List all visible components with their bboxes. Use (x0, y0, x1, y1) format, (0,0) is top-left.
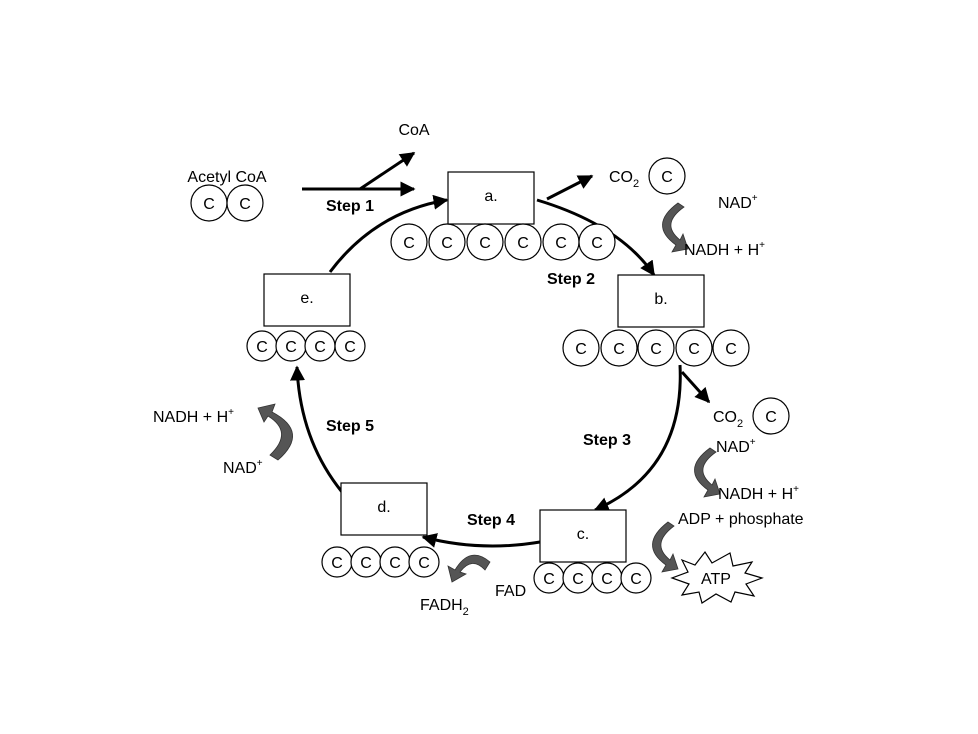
coa-label: CoA (398, 122, 429, 139)
carbon: C (517, 235, 529, 252)
carbon: C (661, 169, 673, 186)
box-a-label: a. (484, 188, 497, 205)
box-c-label: c. (577, 526, 589, 543)
acetyl-coa-label: Acetyl CoA (187, 169, 266, 186)
box-e-label: e. (300, 290, 313, 307)
nadh-label-step3: NADH + H+ (718, 484, 799, 503)
curved-arrow-nad-step3 (694, 447, 721, 498)
box-d-label: d. (377, 499, 390, 516)
carbon: C (650, 341, 662, 358)
nad-label-step2: NAD+ (718, 193, 758, 212)
step-1-label: Step 1 (326, 198, 374, 215)
atp-label: ATP (701, 571, 731, 588)
carbon: C (555, 235, 567, 252)
co2-carbon-step2: C (648, 157, 686, 195)
carbon: C (572, 571, 584, 588)
carbon: C (203, 196, 215, 213)
co2-release-arrow-step2 (546, 174, 594, 201)
carbon: C (314, 339, 326, 356)
nadh-label-step2: NADH + H+ (684, 240, 765, 259)
carbon: C (575, 341, 587, 358)
carbon: C (765, 409, 777, 426)
carbon: C (630, 571, 642, 588)
carbon: C (239, 196, 251, 213)
box-c (539, 509, 627, 563)
carbon: C (601, 571, 613, 588)
box-b-carbons: C C C C C (562, 329, 750, 367)
carbon: C (360, 555, 372, 572)
adp-phosphate-label: ADP + phosphate (678, 511, 804, 528)
box-e-carbons: C C C C (246, 330, 366, 362)
co2-carbon-step3: C (752, 397, 790, 435)
carbon: C (441, 235, 453, 252)
step-4-label: Step 4 (467, 512, 515, 529)
box-d (340, 482, 428, 536)
cycle-arc-c-to-d (421, 533, 541, 548)
step-3-label: Step 3 (583, 432, 631, 449)
cycle-arc-e-to-a (328, 194, 449, 273)
carbon: C (479, 235, 491, 252)
box-d-carbons: C C C C (321, 546, 440, 578)
carbon: C (285, 339, 297, 356)
box-e (263, 273, 351, 327)
carbon: C (256, 339, 268, 356)
box-b-label: b. (654, 291, 667, 308)
step-5-label: Step 5 (326, 418, 374, 435)
carbon: C (389, 555, 401, 572)
curved-arrow-nad-step2 (662, 202, 689, 253)
acetyl-carbons: C C (190, 184, 264, 222)
fadh2-label: FADH2 (420, 597, 469, 618)
atp-starburst (670, 550, 764, 604)
co2-label-step3: CO2 (713, 409, 743, 430)
fad-label: FAD (495, 583, 526, 600)
carbon: C (543, 571, 555, 588)
nad-label-step3: NAD+ (716, 437, 756, 456)
curved-arrow-nad-step5 (257, 403, 294, 461)
carbon: C (725, 341, 737, 358)
carbon: C (688, 341, 700, 358)
box-a (447, 171, 535, 225)
step-2-label: Step 2 (547, 271, 595, 288)
nad-label-step5: NAD+ (223, 458, 263, 477)
carbon: C (591, 235, 603, 252)
co2-release-arrow-step3 (680, 370, 711, 404)
carbon: C (344, 339, 356, 356)
box-c-carbons: C C C C (533, 562, 652, 594)
co2-label-step2: CO2 (609, 169, 639, 190)
carbon: C (331, 555, 343, 572)
cycle-arc-d-to-e (290, 365, 344, 493)
nadh-label-step5: NADH + H+ (153, 407, 234, 426)
curved-arrow-adp (652, 521, 679, 573)
carbon: C (418, 555, 430, 572)
carbon: C (613, 341, 625, 358)
cycle-arc-b-to-c (593, 364, 682, 512)
curved-arrow-fad (447, 554, 491, 583)
box-a-carbons: C C C C C C (390, 223, 616, 261)
box-b (617, 274, 705, 328)
coa-release-arrow (359, 151, 416, 191)
carbon: C (403, 235, 415, 252)
